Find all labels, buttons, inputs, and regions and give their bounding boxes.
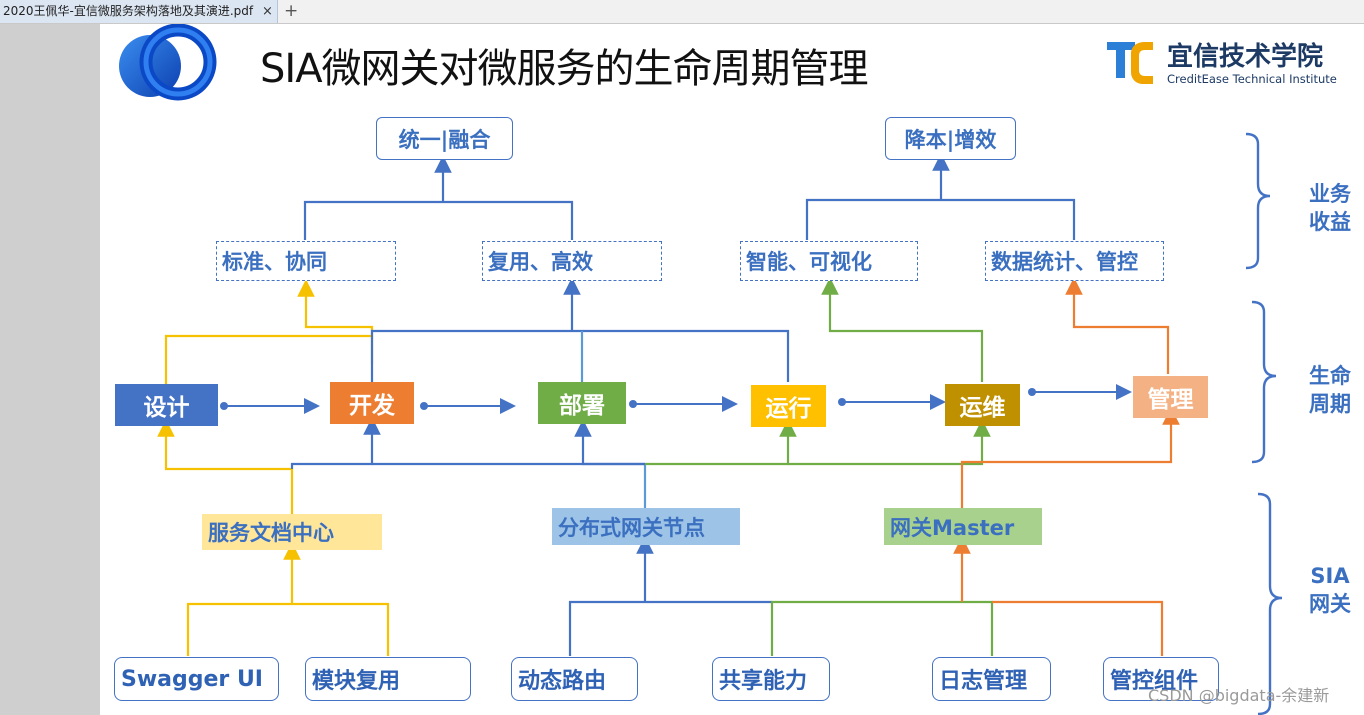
benefit-stats: 数据统计、管控 bbox=[985, 241, 1164, 281]
brand-logo-icon bbox=[1107, 42, 1153, 84]
lifecycle-ops: 运维 bbox=[945, 384, 1020, 426]
gateway-doc-center: 服务文档中心 bbox=[202, 514, 382, 550]
gateway-distributed-node: 分布式网关节点 bbox=[552, 508, 740, 545]
new-tab-icon[interactable]: + bbox=[284, 1, 299, 21]
lifecycle-design: 设计 bbox=[115, 384, 218, 426]
side-label-business: 业务收益 bbox=[1309, 182, 1351, 234]
viewer-gutter bbox=[0, 24, 100, 715]
close-tab-icon[interactable]: × bbox=[262, 4, 273, 19]
gateway-master: 网关Master bbox=[884, 508, 1042, 545]
slide-page: SIA微网关对微服务的生命周期管理 宜信技术学院 CreditEase Tech… bbox=[100, 24, 1364, 715]
component-dynamic-routing: 动态路由 bbox=[511, 657, 638, 701]
benefit-top-unify: 统一|融合 bbox=[376, 117, 513, 160]
benefit-top-cost: 降本|增效 bbox=[885, 117, 1016, 160]
lifecycle-manage: 管理 bbox=[1133, 376, 1208, 418]
lifecycle-run: 运行 bbox=[751, 385, 826, 427]
tab-title: 2020王佩华-宜信微服务架构落地及其演进.pdf bbox=[3, 4, 254, 18]
component-shared-capability: 共享能力 bbox=[712, 657, 830, 701]
tab-bar: 2020王佩华-宜信微服务架构落地及其演进.pdf × + bbox=[0, 0, 1364, 24]
side-label-lifecycle: 生命周期 bbox=[1309, 364, 1351, 416]
component-module-reuse: 模块复用 bbox=[305, 657, 471, 701]
brand-name: 宜信技术学院 bbox=[1167, 42, 1324, 72]
lifecycle-deploy: 部署 bbox=[538, 382, 626, 424]
brand-subtitle: CreditEase Technical Institute bbox=[1167, 72, 1337, 86]
slide-title: SIA微网关对微服务的生命周期管理 bbox=[260, 46, 869, 92]
component-control: 管控组件 bbox=[1103, 657, 1219, 701]
ring-logo-icon bbox=[119, 24, 217, 101]
benefit-standard: 标准、协同 bbox=[216, 241, 396, 281]
brand-block: 宜信技术学院 CreditEase Technical Institute bbox=[1105, 36, 1355, 96]
lifecycle-develop: 开发 bbox=[330, 382, 414, 424]
watermark: CSDN @bigdata-余建新 bbox=[1148, 686, 1330, 705]
document-tab[interactable]: 2020王佩华-宜信微服务架构落地及其演进.pdf bbox=[0, 0, 278, 23]
component-log-management: 日志管理 bbox=[932, 657, 1051, 701]
benefit-smart: 智能、可视化 bbox=[740, 241, 918, 281]
component-swagger-ui: Swagger UI bbox=[114, 657, 279, 701]
benefit-reuse: 复用、高效 bbox=[482, 241, 662, 281]
connector-lines bbox=[157, 132, 1283, 715]
